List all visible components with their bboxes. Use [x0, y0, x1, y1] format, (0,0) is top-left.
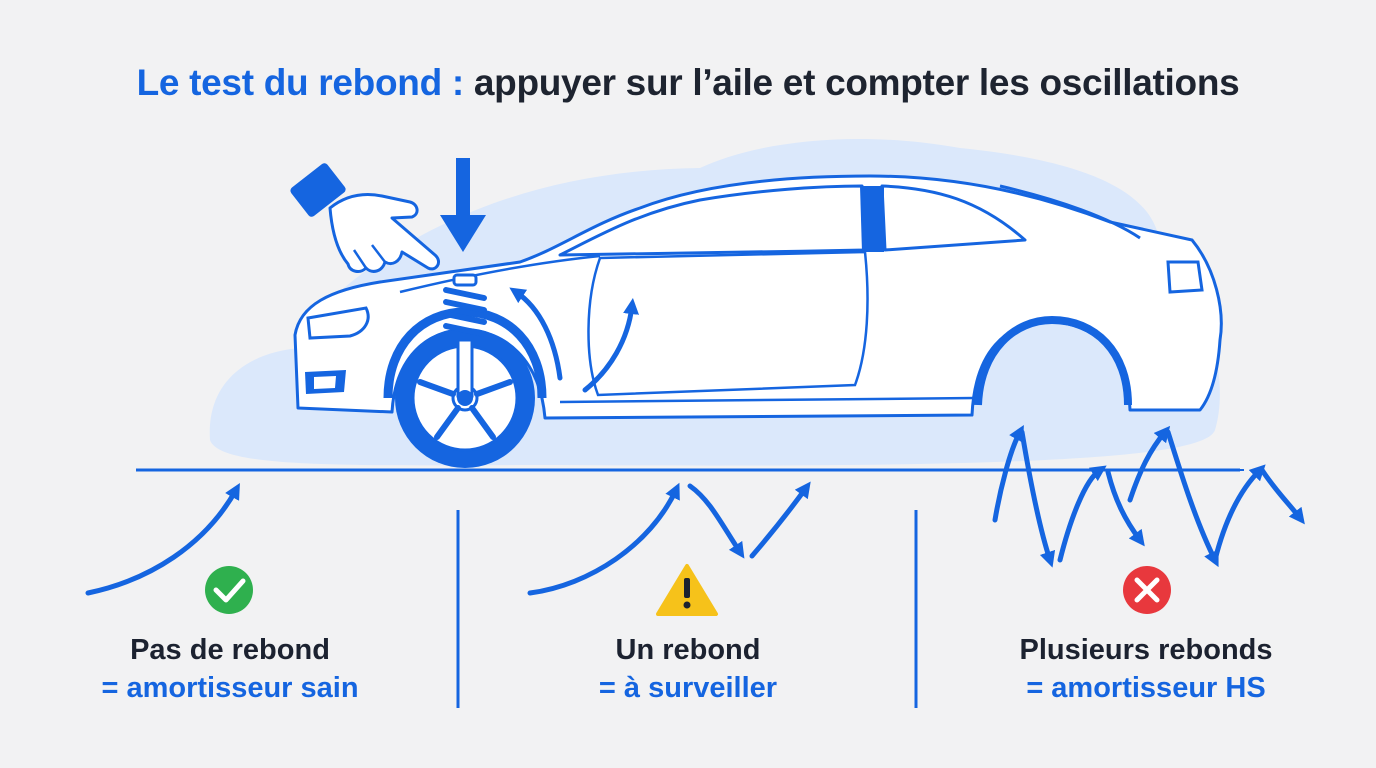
car-door — [587, 250, 869, 397]
car-sill — [559, 396, 976, 404]
title-accent: Le test du rebond : — [136, 62, 465, 103]
car-window-front — [558, 184, 867, 257]
title-rest: appuyer sur l’aile et compter les oscill… — [463, 62, 1240, 103]
arrow-no-bounce — [85, 483, 240, 596]
result-label: Pas de rebond — [130, 634, 330, 666]
car — [293, 174, 1223, 420]
result-verdict: = amortisseur HS — [1026, 672, 1266, 704]
result-label: Plusieurs rebonds — [1019, 634, 1273, 666]
arrows-one-bounce — [527, 481, 811, 596]
result-verdict: = à surveiller — [598, 672, 778, 704]
rear-bounce-arrows — [992, 425, 1305, 568]
car-taillight — [1166, 260, 1204, 294]
hand-pointing-icon — [290, 163, 440, 273]
rear-wheel-arch — [974, 315, 1132, 406]
car-headlight — [306, 306, 370, 340]
result-multiple-bounces: Plusieurs rebonds = amortisseur HS — [946, 631, 1346, 707]
check-icon — [205, 566, 253, 614]
car-fog-lamp-inner — [314, 376, 336, 389]
result-label: Un rebond — [615, 634, 761, 666]
result-verdict: = amortisseur sain — [101, 672, 359, 704]
lift-arrow-1 — [509, 287, 563, 381]
down-arrow-icon — [440, 158, 486, 252]
car-fender-line — [399, 254, 601, 294]
result-one-bounce: Un rebond = à surveiller — [488, 631, 888, 707]
spring-icon — [443, 273, 487, 406]
front-wheel-arch — [383, 307, 547, 399]
car-pillar — [860, 186, 884, 252]
page-title: Le test du rebond : appuyer sur l’aile e… — [0, 62, 1376, 104]
car-window-rear — [880, 184, 1027, 252]
car-roof-trim — [999, 184, 1141, 240]
warning-icon — [656, 564, 718, 616]
lift-arrow-2 — [582, 298, 640, 393]
cross-icon — [1123, 566, 1171, 614]
result-no-bounce: Pas de rebond = amortisseur sain — [30, 631, 430, 707]
